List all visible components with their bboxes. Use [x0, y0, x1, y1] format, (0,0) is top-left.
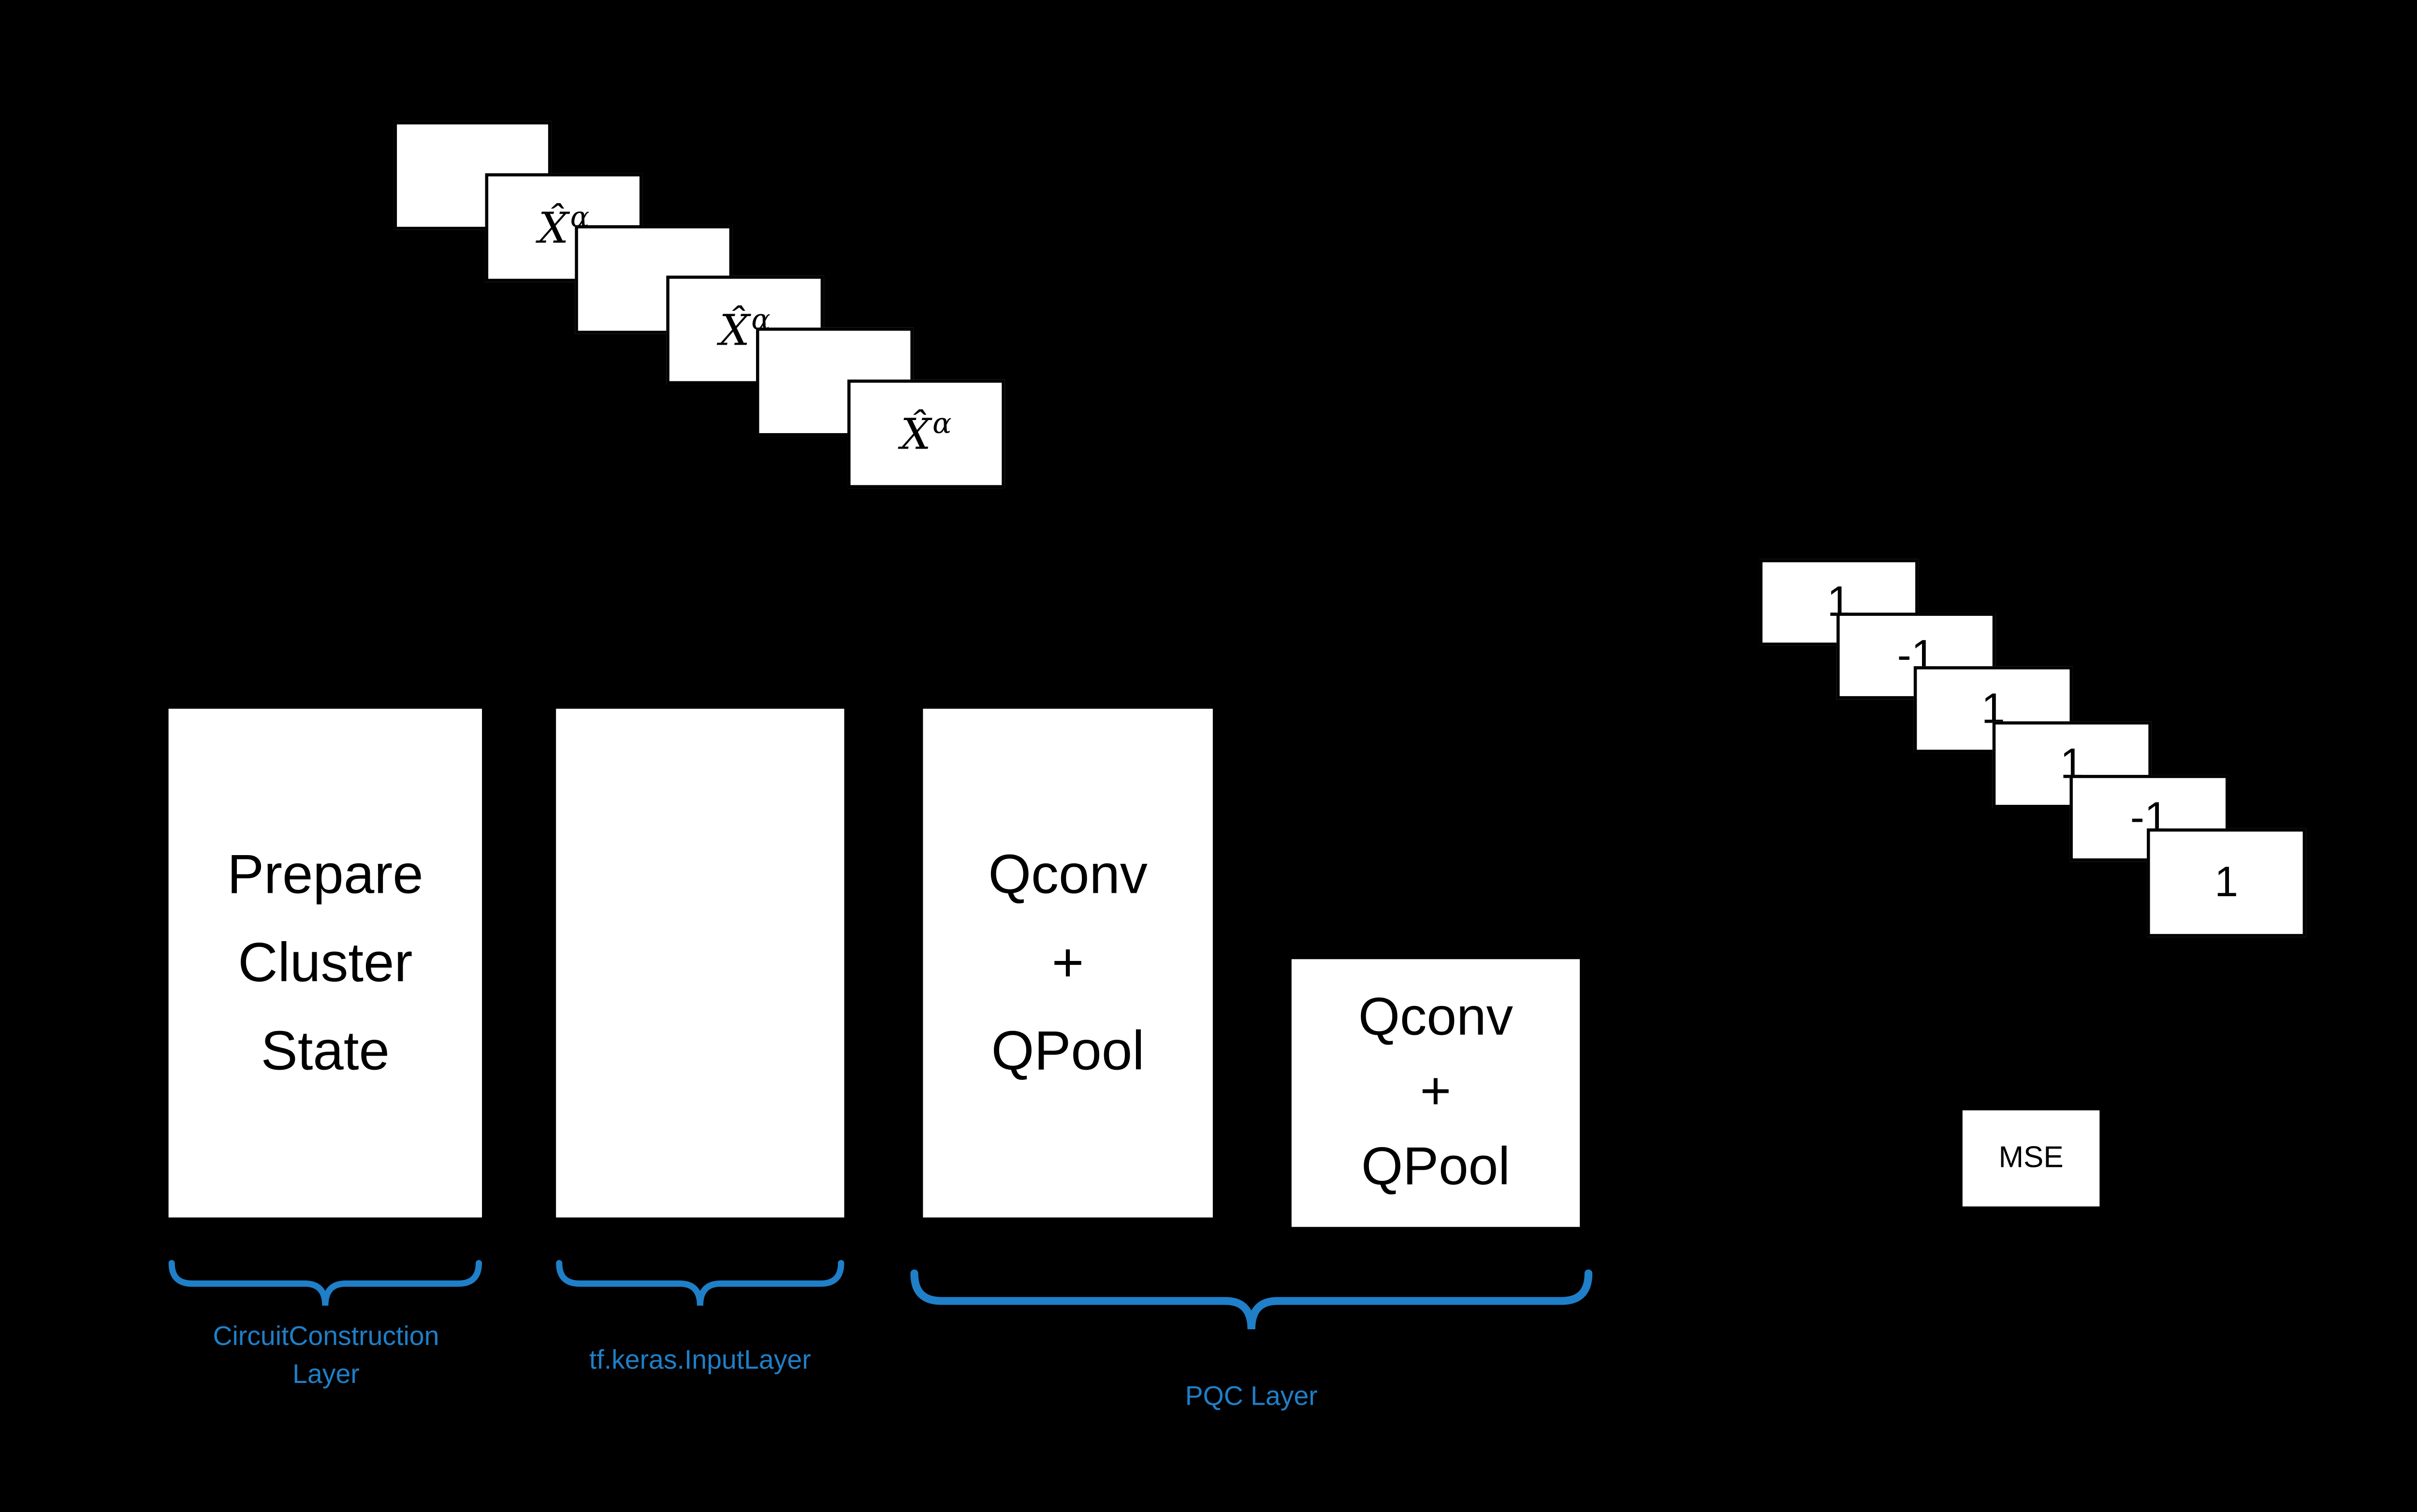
curly-brace-input-layer: [556, 1260, 844, 1306]
box-line: +: [1051, 931, 1084, 993]
xhat-alpha-label: X̂α: [901, 407, 952, 460]
curly-brace-pqc-layer: [910, 1269, 1593, 1330]
input-layer-label: tf.keras.InputLayer: [589, 1345, 811, 1375]
box-line: State: [261, 1019, 390, 1081]
box-line: Prepare: [227, 843, 423, 905]
excitation-card-2: X̂α: [485, 173, 643, 282]
box-line: QPool: [991, 1019, 1145, 1081]
curly-brace-circuit-construction: [168, 1260, 482, 1306]
output-card-6: 1: [2147, 828, 2306, 937]
label-line: CircuitConstruction: [213, 1321, 439, 1352]
box-line: Cluster: [238, 931, 413, 993]
output-value: 1: [2214, 858, 2239, 906]
box-line: Qconv: [1358, 987, 1514, 1047]
prepare-cluster-state-box: Prepare Cluster State: [168, 709, 482, 1218]
label-line: Layer: [292, 1359, 360, 1389]
input-layer-box: [556, 709, 844, 1218]
pqc-layer-label: PQC Layer: [1185, 1381, 1318, 1411]
qconv-qpool-box-2: Qconv + QPool: [1291, 959, 1580, 1227]
qconv-qpool-box-1: Qconv + QPool: [923, 709, 1213, 1218]
xhat-alpha-label: X̂α: [719, 304, 771, 356]
box-line: Qconv: [988, 843, 1148, 905]
box-line: QPool: [1361, 1136, 1510, 1197]
mse-box: MSE: [1962, 1110, 2100, 1207]
excitation-card-6: X̂α: [847, 379, 1005, 489]
circuit-construction-label: CircuitConstruction Layer: [145, 1318, 507, 1393]
box-line: +: [1420, 1061, 1452, 1122]
mse-label: MSE: [1998, 1141, 2064, 1175]
